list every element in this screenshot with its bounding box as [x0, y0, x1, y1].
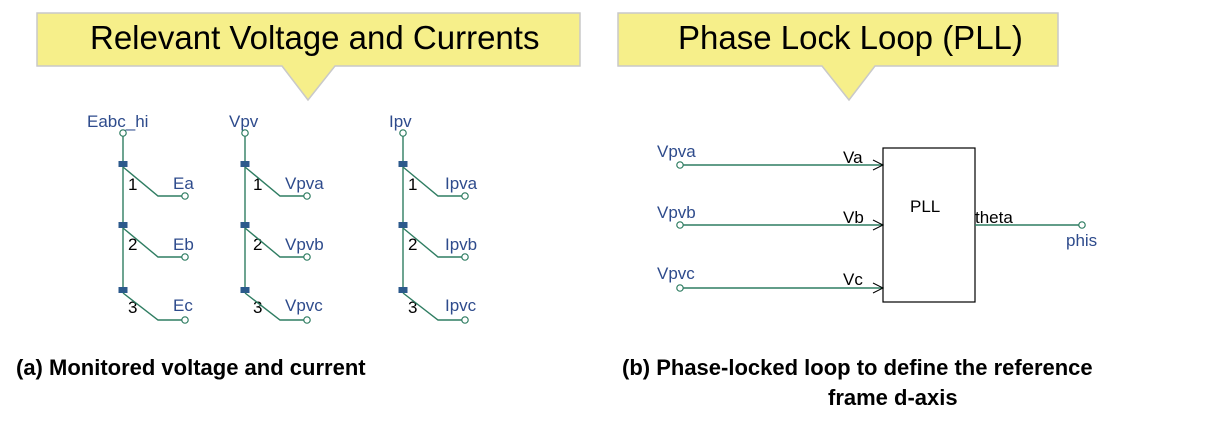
svg-text:Vc: Vc [843, 270, 863, 289]
svg-text:Ipvb: Ipvb [445, 235, 477, 254]
splitter-input-label: Vpv [229, 112, 259, 131]
svg-text:Vpvb: Vpvb [285, 235, 324, 254]
svg-text:3: 3 [128, 298, 137, 317]
splitter-input-label: Eabc_hi [87, 112, 148, 131]
left-callout-bubble [36, 12, 581, 102]
svg-text:Ipvc: Ipvc [445, 296, 477, 315]
left-callout-title: Relevant Voltage and Currents [90, 19, 540, 56]
svg-text:2: 2 [253, 235, 262, 254]
svg-text:Eb: Eb [173, 235, 194, 254]
right-callout-title: Phase Lock Loop (PLL) [678, 19, 1023, 56]
caption-left: (a) Monitored voltage and current [16, 355, 366, 380]
svg-text:3: 3 [253, 298, 262, 317]
pll-input-a: Vpva Va [657, 142, 885, 171]
svg-text:2: 2 [408, 235, 417, 254]
pll-block [882, 147, 976, 303]
caption-right-line2: frame d-axis [828, 385, 958, 410]
svg-text:1: 1 [408, 175, 417, 194]
right-callout-bubble [617, 12, 1059, 102]
svg-text:3: 3 [408, 298, 417, 317]
svg-text:Vpvc: Vpvc [285, 296, 323, 315]
svg-text:Ea: Ea [173, 174, 194, 193]
pll-input-c: Vpvc Vc [657, 264, 885, 294]
splitter-eabc: Eabc_hi 1 2 3 Ea Eb Ec [87, 112, 194, 324]
svg-text:Vpva: Vpva [657, 142, 696, 161]
pll-block-label: PLL [910, 197, 940, 216]
svg-text:phis: phis [1066, 231, 1097, 250]
pll-output: theta phis [975, 208, 1097, 250]
svg-text:Va: Va [843, 148, 863, 167]
svg-text:Vpvc: Vpvc [657, 264, 695, 283]
splitter-ipv: Ipv 1 2 3 Ipva Ipvb Ipvc [389, 112, 478, 324]
svg-text:Vpvb: Vpvb [657, 203, 696, 222]
svg-text:Vb: Vb [843, 208, 864, 227]
svg-text:1: 1 [128, 175, 137, 194]
splitter-input-label: Ipv [389, 112, 412, 131]
svg-text:1: 1 [253, 175, 262, 194]
svg-text:2: 2 [128, 235, 137, 254]
svg-text:Vpva: Vpva [285, 174, 324, 193]
pll-input-b: Vpvb Vb [657, 203, 885, 231]
svg-text:Ec: Ec [173, 296, 193, 315]
caption-right-line1: (b) Phase-locked loop to define the refe… [622, 355, 1093, 380]
splitter-vpv: Vpv 1 2 3 Vpva Vpvb Vpvc [229, 112, 324, 324]
svg-text:Ipva: Ipva [445, 174, 478, 193]
svg-text:theta: theta [975, 208, 1013, 227]
